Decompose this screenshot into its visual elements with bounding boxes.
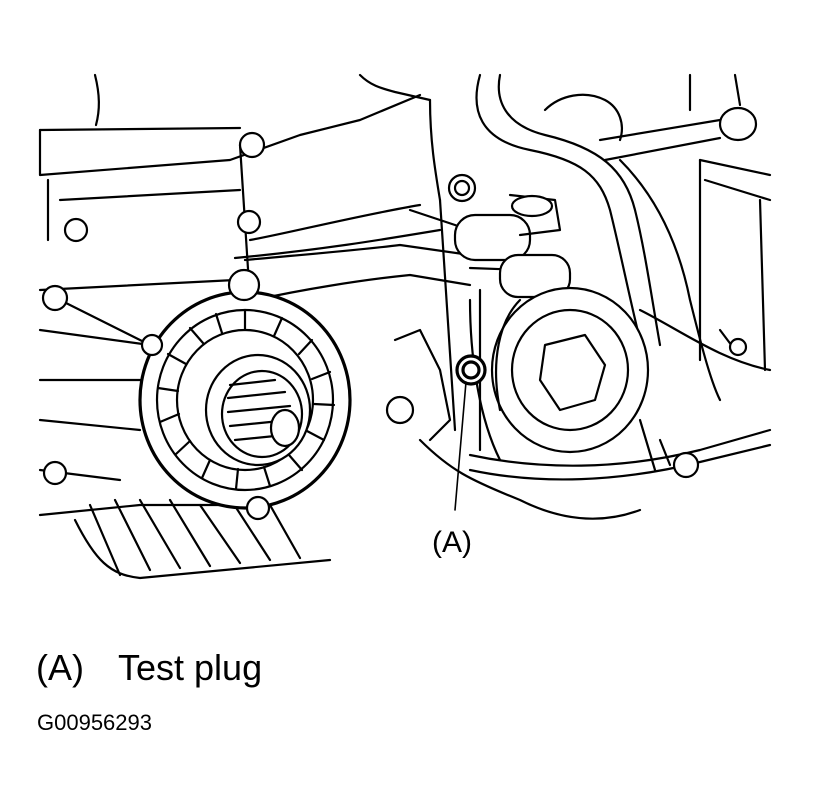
side-housing	[438, 198, 772, 481]
gear-wheel	[138, 290, 352, 510]
pipe-assembly	[475, 73, 772, 402]
legend: (A) Test plug	[36, 646, 262, 690]
callout-label: (A)	[432, 526, 472, 559]
legend-text: Test plug	[118, 647, 263, 688]
callout-a: (A)	[432, 381, 472, 559]
test-plug	[455, 354, 487, 386]
figure-id: G00956293	[37, 710, 152, 735]
legend-key: (A)	[36, 647, 84, 688]
bolt-heads	[41, 131, 271, 521]
transmission-line-drawing: (A)	[38, 73, 772, 580]
